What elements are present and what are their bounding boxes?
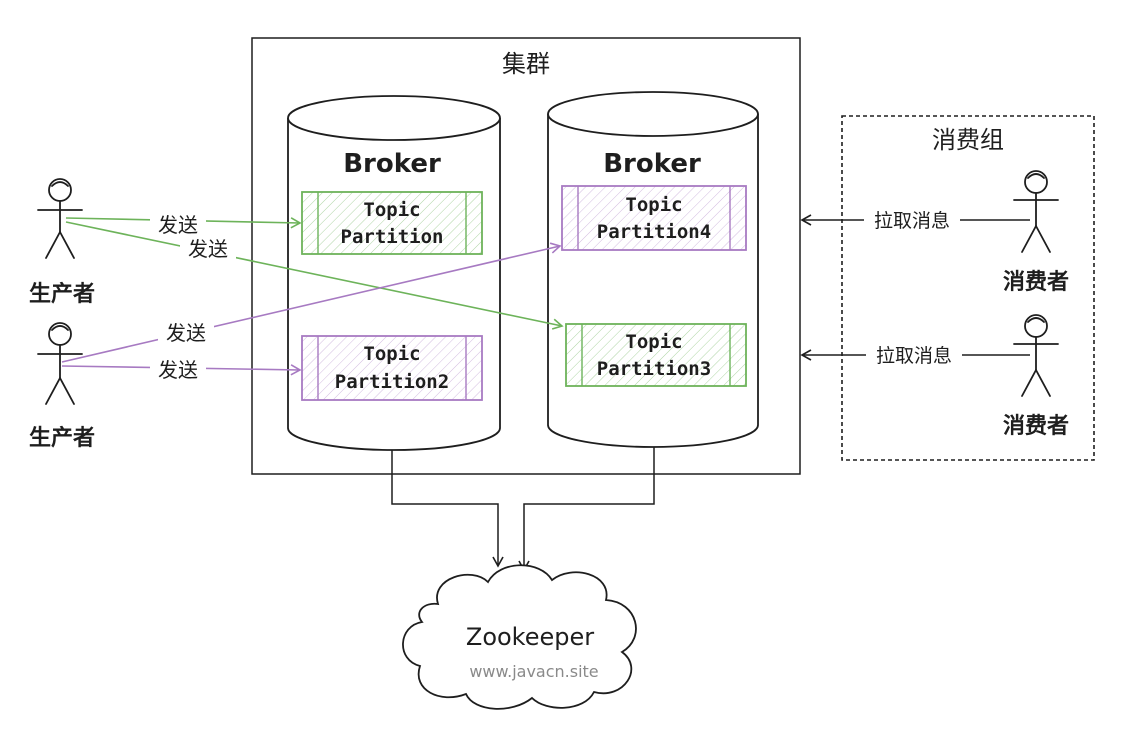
zookeeper-connector — [518, 447, 655, 572]
zookeeper-title: Zookeeper — [466, 623, 594, 651]
partition-line1: Topic — [625, 194, 682, 216]
partition-line1: Topic — [363, 199, 420, 221]
stick-figure-icon — [37, 322, 83, 405]
consumer-group-box — [841, 115, 1095, 461]
send-label: 发送 — [150, 212, 206, 238]
stick-figure-icon — [1013, 314, 1059, 397]
zookeeper: Zookeeper www.javacn.site — [402, 564, 637, 710]
partition-box: Topic Partition4 — [561, 185, 747, 251]
partition-line1: Topic — [363, 343, 420, 365]
consumer-group-title: 消费组 — [932, 126, 1004, 154]
svg-text:拉取消息: 拉取消息 — [876, 345, 952, 367]
zookeeper-connector — [391, 450, 504, 568]
svg-text:发送: 发送 — [158, 358, 198, 382]
send-label: 发送 — [158, 320, 214, 346]
consumer-1: 消费者 — [1003, 170, 1069, 295]
producer-1: 生产者 — [29, 178, 95, 307]
producer-2: 生产者 — [29, 322, 95, 451]
send-arrow — [61, 242, 562, 363]
send-label: 发送 — [180, 236, 236, 262]
broker-2: Broker — [547, 91, 759, 448]
partition-line2: Partition4 — [597, 221, 711, 243]
svg-text:发送: 发送 — [166, 321, 206, 345]
svg-text:拉取消息: 拉取消息 — [874, 210, 950, 232]
zookeeper-watermark: www.javacn.site — [469, 662, 598, 681]
pull-label: 拉取消息 — [866, 342, 962, 368]
broker-title: Broker — [343, 149, 441, 179]
partition-line2: Partition — [341, 226, 444, 248]
svg-text:发送: 发送 — [188, 237, 228, 261]
stick-figure-icon — [37, 178, 83, 259]
partition-box: Topic Partition2 — [301, 335, 483, 401]
partition-line1: Topic — [625, 331, 682, 353]
partition-line2: Partition2 — [335, 371, 449, 393]
pull-label: 拉取消息 — [864, 207, 960, 233]
stick-figure-icon — [1013, 170, 1059, 253]
consumer-label: 消费者 — [1003, 414, 1069, 439]
consumer-2: 消费者 — [1003, 314, 1069, 439]
cloud-icon — [402, 564, 637, 710]
cluster-title: 集群 — [502, 50, 550, 78]
cluster-box — [251, 37, 801, 475]
producer-label: 生产者 — [29, 426, 95, 451]
svg-text:发送: 发送 — [158, 213, 198, 237]
consumer-label: 消费者 — [1003, 270, 1069, 295]
send-arrow — [65, 221, 564, 330]
partition-line2: Partition3 — [597, 358, 711, 380]
send-label: 发送 — [150, 356, 206, 382]
partition-box: Topic Partition — [301, 191, 483, 255]
broker-title: Broker — [603, 149, 701, 179]
partition-box: Topic Partition3 — [565, 323, 747, 387]
producer-label: 生产者 — [29, 282, 95, 307]
